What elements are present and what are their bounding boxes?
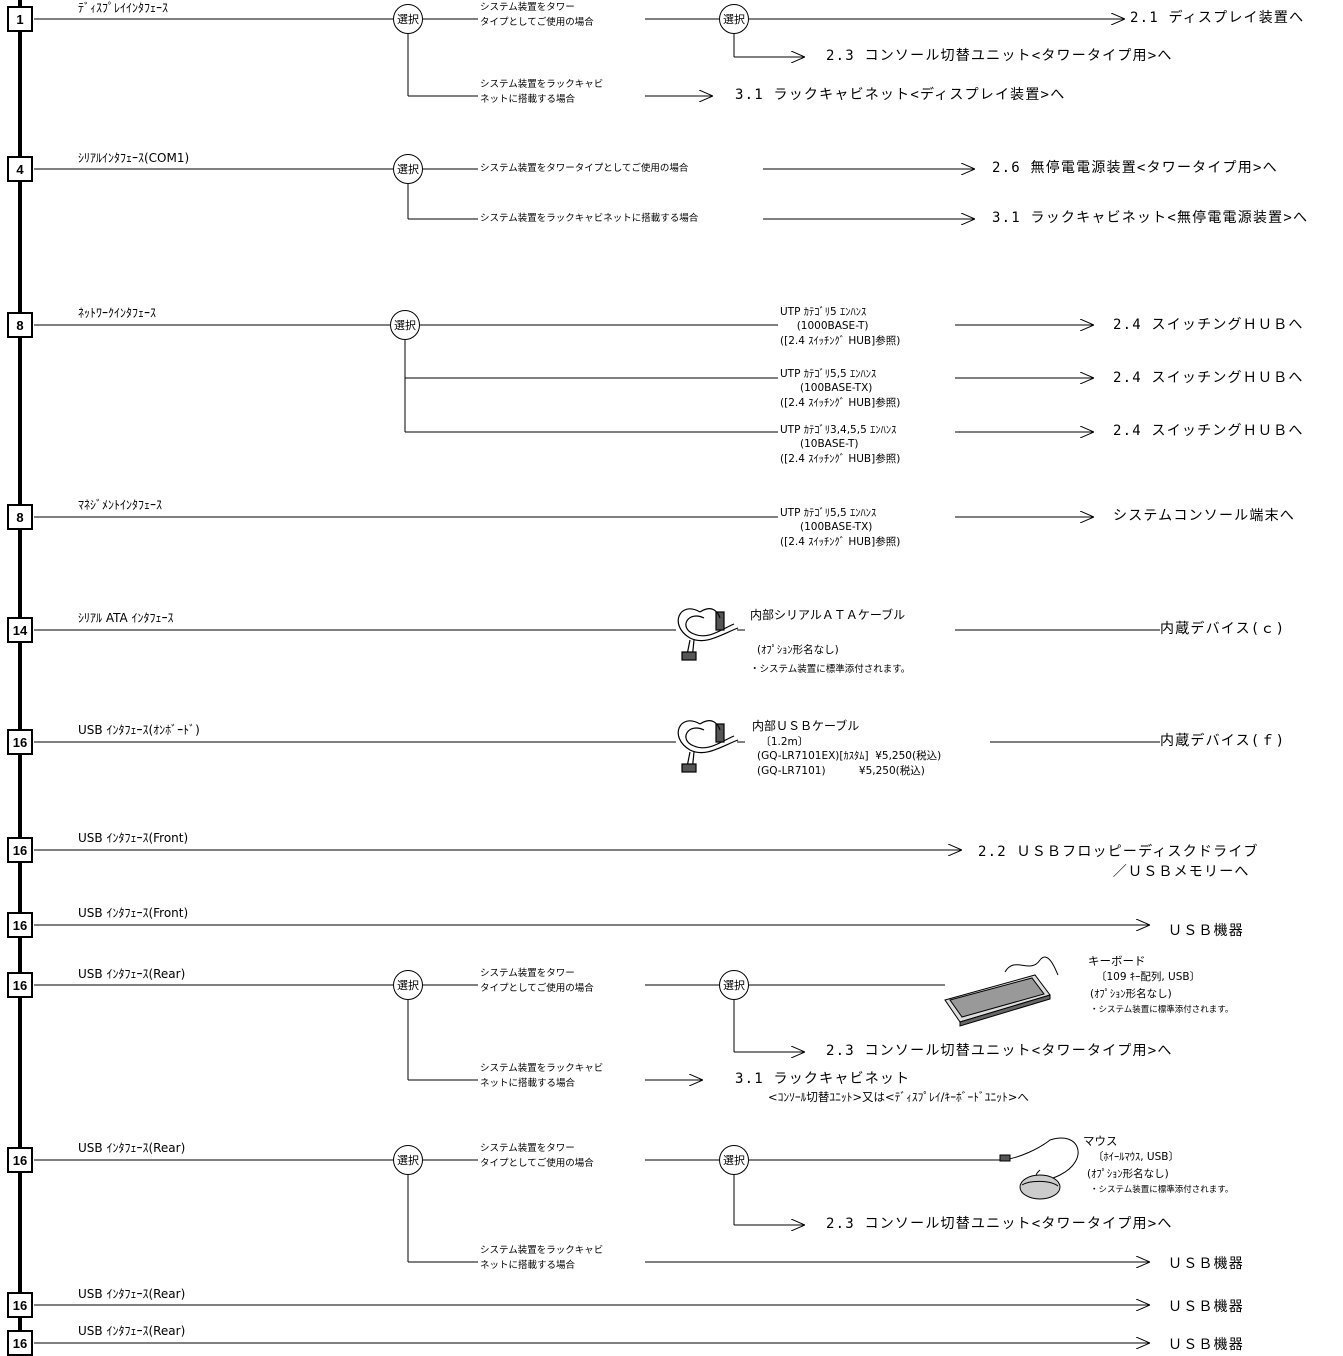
interface-label: USB ｲﾝﾀﾌｪｰｽ(Rear): [78, 967, 186, 981]
dest-console-switch: 2.3 コンソール切替ユニット<タワータイプ用>へ: [826, 1043, 1173, 1059]
condition-tower: システム装置をタワー タイプとしてご使用の場合: [480, 1143, 594, 1169]
cable-utp-100: UTP ｶﾃｺﾞﾘ5,5 ｴﾝﾊﾝｽ (100BASE-TX) ([2.4 ｽｲ…: [780, 368, 901, 409]
usb-cable-icon: [677, 720, 739, 773]
interface-label: USB ｲﾝﾀﾌｪｰｽ(ｵﾝﾎﾞｰﾄﾞ): [78, 723, 200, 737]
port-count-box: 8: [7, 312, 33, 338]
mouse-spec: 〔ﾎｲｰﾙﾏｳｽ, USB〕: [1093, 1151, 1179, 1163]
dest-console-switch: 2.3 コンソール切替ユニット<タワータイプ用>へ: [826, 1216, 1173, 1232]
interface-label: USB ｲﾝﾀﾌｪｰｽ(Rear): [78, 1141, 186, 1155]
select-node: 選択: [393, 4, 423, 34]
keyboard-std: ・システム装置に標準添付されます。: [1090, 1005, 1234, 1015]
mouse-note: (ｵﾌﾟｼｮﾝ形名なし): [1087, 1168, 1169, 1180]
dest-rack-console-sub: <ｺﾝｿｰﾙ切替ﾕﾆｯﾄ>又は<ﾃﾞｨｽﾌﾟﾚｲ/ｷｰﾎﾞｰﾄﾞﾕﾆｯﾄ>へ: [768, 1090, 1029, 1104]
sata-cable-note: (ｵﾌﾟｼｮﾝ形名なし): [757, 644, 839, 656]
port-count-box: 16: [7, 1330, 33, 1356]
dest-ups-tower: 2.6 無停電電源装置<タワータイプ用>へ: [992, 160, 1278, 176]
keyboard-icon: [944, 956, 1059, 1027]
condition-rack: システム装置をラックキャビ ネットに搭載する場合: [480, 1245, 604, 1271]
dest-usb-device: ＵＳＢ機器: [1168, 1337, 1244, 1353]
interface-label: USB ｲﾝﾀﾌｪｰｽ(Rear): [78, 1324, 186, 1338]
dest-floppy: 2.2 ＵＳＢフロッピーディスクドライブ ／ＵＳＢメモリーへ: [978, 844, 1259, 881]
sata-cable-title: 内部シリアルＡＴＡケーブル: [750, 608, 906, 622]
interface-label: USB ｲﾝﾀﾌｪｰｽ(Front): [78, 906, 189, 920]
condition-rack: システム装置をラックキャビ ネットに搭載する場合: [480, 1063, 604, 1089]
dest-usb-device: ＵＳＢ機器: [1168, 923, 1244, 939]
mouse-title: マウス: [1083, 1134, 1118, 1148]
select-node: 選択: [719, 1145, 749, 1175]
usb-cable-title: 内部ＵＳＢケーブル: [752, 719, 860, 733]
cable-utp-mgmt: UTP ｶﾃｺﾞﾘ5,5 ｴﾝﾊﾝｽ (100BASE-TX) ([2.4 ｽｲ…: [780, 507, 901, 548]
interface-label: ﾈｯﾄﾜｰｸｲﾝﾀﾌｪｰｽ: [78, 306, 157, 320]
interface-label: ｼﾘｱﾙ ATA ｲﾝﾀﾌｪｰｽ: [78, 611, 174, 625]
mouse-std: ・システム装置に標準添付されます。: [1090, 1185, 1234, 1195]
port-count-box: 14: [7, 617, 33, 643]
select-node: 選択: [390, 310, 420, 340]
interface-label: ｼﾘｱﾙｲﾝﾀﾌｪｰｽ(COM1): [78, 151, 190, 165]
condition-rack: システム装置をラックキャビネットに搭載する場合: [480, 213, 699, 224]
mouse-icon: [999, 1137, 1079, 1200]
sata-cable-icon: [677, 608, 739, 661]
port-count-box: 16: [7, 837, 33, 863]
dest-rack-ups: 3.1 ラックキャビネット<無停電電源装置>へ: [992, 210, 1309, 226]
interface-label: USB ｲﾝﾀﾌｪｰｽ(Rear): [78, 1287, 186, 1301]
condition-tower: システム装置をタワー タイプとしてご使用の場合: [480, 2, 594, 28]
keyboard-spec: 〔109 ｷｰ配列, USB〕: [1096, 971, 1201, 983]
sata-cable-std: ・システム装置に標準添付されます。: [750, 664, 911, 675]
dest-internal-c: 内蔵デバイス(ｃ): [1160, 621, 1286, 637]
port-count-box: 1: [7, 6, 33, 32]
port-count-box: 16: [7, 912, 33, 938]
dest-display: 2.1 ディスプレイ装置へ: [1130, 10, 1305, 26]
interface-label: ﾃﾞｨｽﾌﾟﾚｲｲﾝﾀﾌｪｰｽ: [78, 1, 169, 15]
select-node: 選択: [393, 154, 423, 184]
select-node: 選択: [719, 4, 749, 34]
usb-cable-detail: 〔1.2m〕 (GQ-LR7101EX)[ｶｽﾀﾑ] ¥5,250(税込) (G…: [757, 736, 942, 777]
dest-switching-hub: 2.4 スイッチングＨＵＢへ: [1113, 370, 1304, 386]
condition-rack: システム装置をラックキャビ ネットに搭載する場合: [480, 79, 604, 105]
dest-rack-display: 3.1 ラックキャビネット<ディスプレイ装置>へ: [735, 87, 1066, 103]
port-count-box: 16: [7, 729, 33, 755]
dest-usb-device: ＵＳＢ機器: [1168, 1299, 1244, 1315]
port-count-box: 8: [7, 504, 33, 530]
interface-label: ﾏﾈｼﾞﾒﾝﾄｲﾝﾀﾌｪｰｽ: [78, 498, 163, 512]
keyboard-note: (ｵﾌﾟｼｮﾝ形名なし): [1090, 988, 1172, 1000]
dest-usb-device: ＵＳＢ機器: [1168, 1256, 1244, 1272]
port-count-box: 16: [7, 972, 33, 998]
dest-switching-hub: 2.4 スイッチングＨＵＢへ: [1113, 423, 1304, 439]
dest-internal-f: 内蔵デバイス(ｆ): [1160, 733, 1286, 749]
cable-utp-1000: UTP ｶﾃｺﾞﾘ5 ｴﾝﾊﾝｽ (1000BASE-T) ([2.4 ｽｲｯﾁ…: [780, 306, 901, 347]
port-count-box: 16: [7, 1147, 33, 1173]
dest-system-console: システムコンソール端末へ: [1113, 508, 1295, 524]
select-node: 選択: [393, 970, 423, 1000]
select-node: 選択: [393, 1145, 423, 1175]
cable-utp-10: UTP ｶﾃｺﾞﾘ3,4,5,5 ｴﾝﾊﾝｽ (10BASE-T) ([2.4 …: [780, 424, 901, 465]
keyboard-title: キーボード: [1088, 954, 1146, 968]
port-count-box: 4: [7, 156, 33, 182]
select-node: 選択: [719, 970, 749, 1000]
dest-console-switch: 2.3 コンソール切替ユニット<タワータイプ用>へ: [826, 48, 1173, 64]
interface-label: USB ｲﾝﾀﾌｪｰｽ(Front): [78, 831, 189, 845]
dest-rack-console: 3.1 ラックキャビネット: [735, 1071, 911, 1087]
condition-tower: システム装置をタワー タイプとしてご使用の場合: [480, 968, 594, 994]
port-count-box: 16: [7, 1292, 33, 1318]
dest-switching-hub: 2.4 スイッチングＨＵＢへ: [1113, 317, 1304, 333]
condition-tower: システム装置をタワータイプとしてご使用の場合: [480, 163, 689, 174]
